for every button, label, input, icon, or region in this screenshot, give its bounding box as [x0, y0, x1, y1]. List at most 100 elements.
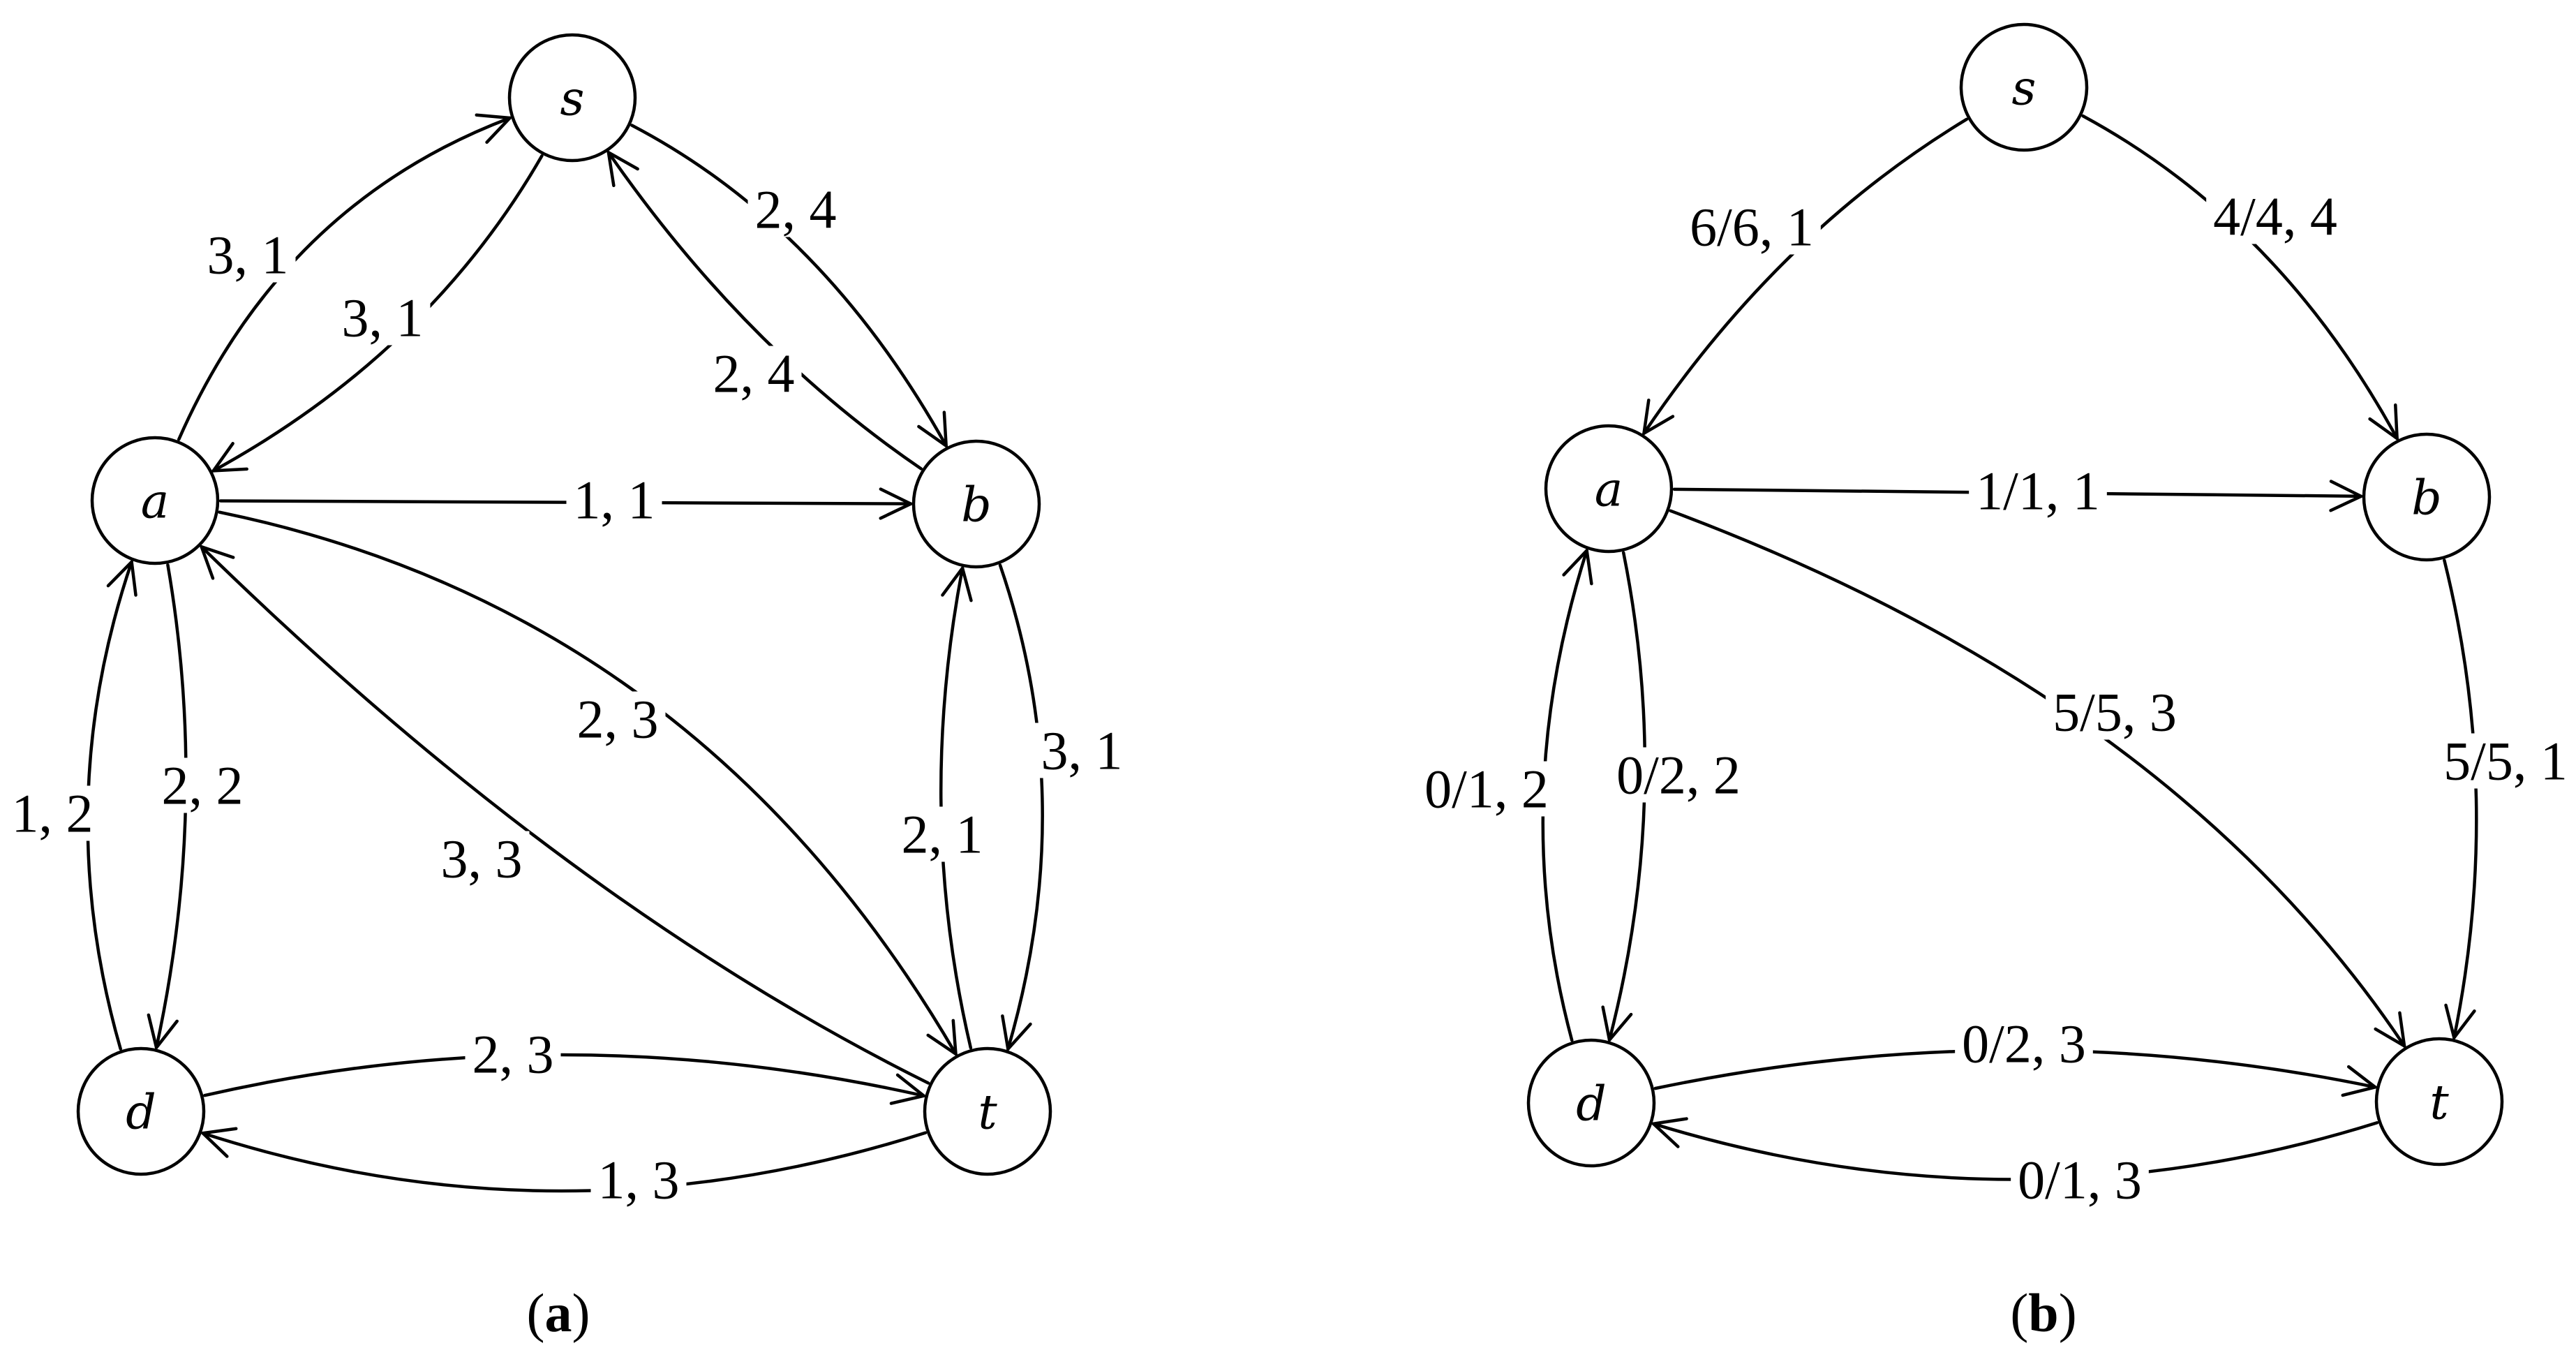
arrowhead [606, 149, 639, 188]
edge-label: 1/1, 1 [1976, 461, 2100, 521]
edge-line [177, 116, 512, 441]
edge-a-to-t: 5/5, 3 [1669, 509, 2406, 1049]
node-label: t [2429, 1076, 2449, 1131]
edge-t-to-a: 3, 3 [199, 544, 930, 1085]
arrowhead [475, 113, 514, 145]
arrowhead [1601, 1005, 1633, 1044]
arrowhead [106, 558, 137, 597]
node-label: s [2012, 61, 2037, 117]
edge-label-bg [4, 785, 100, 841]
edge-label: 2, 3 [472, 1024, 554, 1085]
edge-label-bg [2206, 188, 2344, 244]
node-circle [911, 439, 1041, 569]
edge-label-bg [1034, 723, 1130, 778]
edge-label-bg [1955, 1016, 2093, 1072]
arrowhead [1562, 547, 1593, 586]
arrowhead [889, 1073, 928, 1105]
edge-label: 2, 3 [577, 689, 659, 750]
edge-line [200, 545, 930, 1085]
node-s: s [1959, 22, 2089, 152]
edge-label-bg [1417, 761, 1556, 817]
node-a: a [1544, 424, 1674, 554]
edge-label: 2, 1 [902, 804, 983, 865]
node-label: b [2411, 471, 2442, 526]
edge-d-to-a: 1, 2 [4, 558, 137, 1051]
edge-label: 6/6, 1 [1690, 197, 1814, 258]
edge-line [218, 499, 913, 505]
edge-a-to-t: 2, 3 [218, 510, 958, 1058]
arrowhead [210, 442, 248, 473]
edge-t-to-d: 0/1, 3 [1650, 1117, 2379, 1210]
edge-label-bg [1969, 463, 2107, 519]
edge-b-to-t: 3, 1 [998, 563, 1130, 1053]
edge-a-to-b: 1, 1 [218, 470, 915, 531]
edge-label-bg [2436, 733, 2575, 789]
node-circle [923, 1046, 1052, 1176]
edge-label: 3, 1 [207, 225, 289, 286]
edge-line [630, 124, 948, 447]
arrowhead [926, 1019, 958, 1058]
edge-line [2081, 114, 2399, 440]
edge-label-bg [200, 227, 296, 283]
edge-label-bg [1609, 747, 1748, 803]
arrowhead [941, 564, 973, 602]
node-label: d [1576, 1077, 1607, 1132]
node-circle [76, 1046, 206, 1176]
edge-label: 4/4, 4 [2213, 186, 2337, 247]
arrowhead [147, 1013, 179, 1051]
edge-s-to-b: 4/4, 4 [2081, 114, 2399, 442]
edge-s-to-b: 2, 4 [630, 124, 948, 450]
edge-label: 3, 3 [441, 829, 523, 889]
edge-label: 2, 4 [713, 343, 795, 404]
edge-line [202, 1053, 925, 1097]
edge-line [1642, 117, 1969, 435]
arrowhead [1001, 1014, 1032, 1053]
edge-s-to-a: 3, 1 [210, 154, 544, 473]
edge-label: 3, 1 [342, 288, 424, 348]
edge-label: 0/2, 3 [1962, 1014, 2086, 1074]
edge-label: 3, 1 [1041, 720, 1123, 781]
edge-label: 1, 2 [12, 783, 94, 844]
node-d: d [1526, 1038, 1656, 1168]
node-label: d [126, 1086, 156, 1141]
edge-label-bg [590, 1152, 687, 1208]
node-circle [2374, 1037, 2504, 1167]
node-circle [507, 33, 637, 163]
edge-label-bg [465, 1026, 561, 1082]
arrowhead [2329, 480, 2365, 512]
edge-a-to-s: 3, 1 [177, 113, 514, 441]
node-label: a [1595, 463, 1623, 518]
arrowhead [879, 487, 915, 520]
edge-label: 5/5, 3 [2053, 682, 2177, 743]
arrowhead [2444, 1003, 2476, 1042]
edge-label-bg [747, 182, 844, 237]
arrowhead [917, 410, 948, 450]
edge-a-to-b: 1/1, 1 [1672, 461, 2365, 521]
arrowhead [1650, 1117, 1688, 1148]
edge-label: 1, 1 [574, 470, 655, 531]
edge-label-bg [706, 346, 802, 401]
node-label: t [978, 1086, 997, 1141]
edge-label-bg [433, 831, 530, 887]
edge-label-bg [894, 806, 990, 862]
node-circle [1526, 1038, 1656, 1168]
node-circle [1544, 424, 1674, 554]
edge-label: 2, 4 [755, 179, 837, 240]
node-s: s [507, 33, 637, 163]
edge-line [998, 563, 1044, 1051]
edge-label-bg [1683, 199, 1821, 255]
edge-line [218, 510, 958, 1056]
arrowhead [199, 544, 235, 580]
edge-label-bg [2046, 684, 2184, 740]
arrowhead [2341, 1065, 2379, 1097]
edge-label-bg [569, 691, 666, 747]
node-t: t [923, 1046, 1052, 1176]
edge-label-bg [154, 757, 251, 813]
edge-d-to-t: 2, 3 [202, 1024, 928, 1105]
edge-t-to-d: 1, 3 [199, 1127, 928, 1210]
arrowhead [1641, 398, 1675, 437]
edge-label-bg [566, 472, 662, 528]
